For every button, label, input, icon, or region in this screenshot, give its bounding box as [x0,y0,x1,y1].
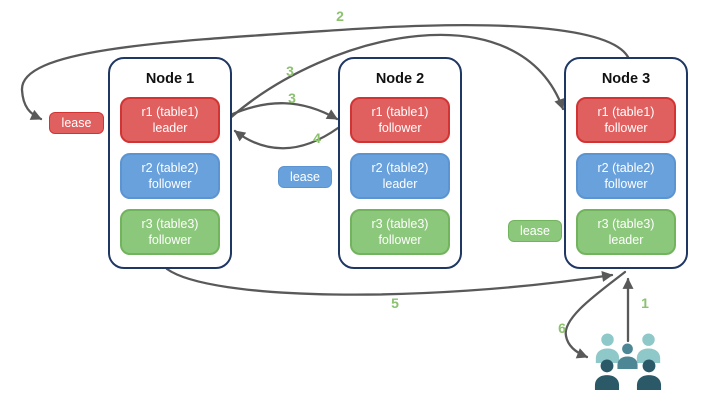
step-label-3a: 3 [286,63,294,79]
arrow-step-2-node3-to-lease [20,24,630,121]
replica-node3-r3: r3 (table3) leader [576,209,676,255]
arrow-step-5-node1-to-node3 [165,267,614,296]
replica-node2-r2: r2 (table2) leader [350,153,450,199]
node-2-title: Node 2 [375,71,425,87]
replica-role: follower [148,233,192,247]
replica-role: follower [604,177,648,191]
replica-name: r3 (table3) [597,216,655,231]
replica-role: follower [378,233,422,247]
person-icon [594,359,620,390]
replica-name: r3 (table3) [371,216,429,231]
lease-label-table2: lease [278,166,332,188]
replica-name: r2 (table2) [371,160,429,175]
node-2: Node 2 r1 (table1) follower r2 (table2) … [338,57,462,269]
node-3-title: Node 3 [601,71,651,87]
replica-role: leader [608,233,644,247]
arrow-step-3-node1-to-node3 [227,33,565,121]
node-1: Node 1 r1 (table1) leader r2 (table2) fo… [108,57,232,269]
step-label-2: 2 [336,8,344,24]
step-label-6: 6 [558,320,566,336]
replica-node3-r2: r2 (table2) follower [576,153,676,199]
replica-role: follower [378,121,422,135]
replica-name: r2 (table2) [141,160,199,175]
replica-node1-r2: r2 (table2) follower [120,153,220,199]
replica-name: r1 (table1) [141,104,199,119]
person-icon [636,359,662,390]
replica-name: r2 (table2) [597,160,655,175]
person-icon [617,343,638,369]
arrow-step-6-node3-to-client [564,270,627,359]
step-label-4: 4 [313,130,321,146]
person-icon [595,333,620,363]
step-label-1: 1 [641,295,649,311]
node-3: Node 3 r1 (table1) follower r2 (table2) … [564,57,688,269]
arrow-step-3-node1-to-node2 [226,102,339,121]
replica-role: leader [382,177,418,191]
replica-role: leader [152,121,188,135]
replica-role: follower [148,177,192,191]
step-label-3b: 3 [288,90,296,106]
replica-name: r1 (table1) [597,104,655,119]
replica-role: follower [604,121,648,135]
person-icon [636,333,661,363]
replica-node1-r3: r3 (table3) follower [120,209,220,255]
step-label-5: 5 [391,295,399,311]
replica-name: r3 (table3) [141,216,199,231]
replica-node2-r1: r1 (table1) follower [350,97,450,143]
replica-node1-r1: r1 (table1) leader [120,97,220,143]
lease-label-table3: lease [508,220,562,242]
arrow-step-4-node2-to-node1 [233,126,340,150]
replica-node2-r3: r3 (table3) follower [350,209,450,255]
node-1-title: Node 1 [145,71,195,87]
replica-name: r1 (table1) [371,104,429,119]
replica-node3-r1: r1 (table1) follower [576,97,676,143]
lease-label-table1: lease [49,112,104,134]
